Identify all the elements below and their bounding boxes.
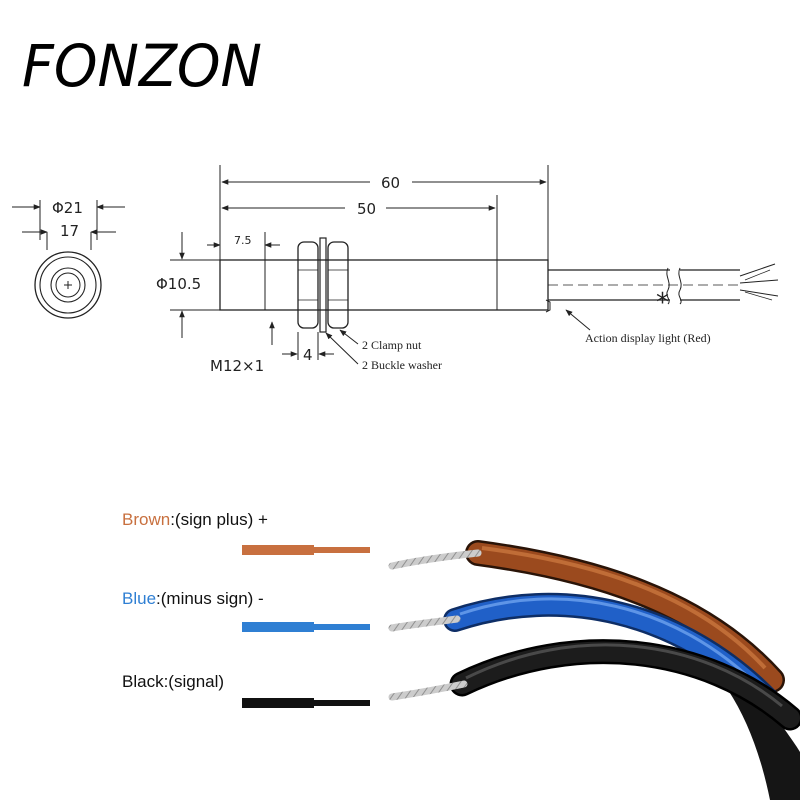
wire-swatch-brown xyxy=(242,545,314,555)
wire-name-brown: Brown xyxy=(122,510,170,529)
wire-label-black: Black:(signal) xyxy=(122,672,224,691)
wire-legend-blue: Blue:(minus sign) - xyxy=(122,589,370,632)
dim-thread-length: 50 xyxy=(357,200,376,218)
dim-outer-diameter: Φ21 xyxy=(52,199,83,217)
wire-legend-brown: Brown:(sign plus) + xyxy=(122,510,370,555)
label-clamp-nut: 2 Clamp nut xyxy=(362,338,422,352)
dim-nut-width: 4 xyxy=(303,346,313,364)
front-view xyxy=(12,200,125,319)
dim-total-length: 60 xyxy=(381,174,400,192)
cable-photo xyxy=(388,540,800,800)
wire-name-blue: Blue xyxy=(122,589,156,608)
brand-logo: FONZON xyxy=(22,32,262,100)
strand-brown xyxy=(388,549,482,570)
wire-swatch-blue xyxy=(242,622,314,632)
side-view xyxy=(170,165,779,365)
wire-label-blue: Blue:(minus sign) - xyxy=(122,589,264,608)
wire-desc-brown: :(sign plus) + xyxy=(170,510,268,529)
wire-legend-black: Black:(signal) xyxy=(122,672,370,708)
wire-name-black: Black xyxy=(122,672,164,691)
dim-inner-diameter: 17 xyxy=(60,222,79,240)
wire-swatch-blue-core xyxy=(314,624,370,630)
dim-body-diameter: Φ10.5 xyxy=(156,275,201,293)
wire-desc-blue: :(minus sign) - xyxy=(156,589,264,608)
dim-thread: M12×1 xyxy=(210,357,264,375)
cable-jacket xyxy=(728,670,800,800)
strand-black xyxy=(388,680,468,701)
cable-asterisk: * xyxy=(656,288,669,318)
dim-head-length: 7.5 xyxy=(234,234,252,247)
strand-blue xyxy=(388,615,461,632)
wire-label-brown: Brown:(sign plus) + xyxy=(122,510,268,529)
wire-swatch-black-core xyxy=(314,700,370,706)
label-indicator-light: Action display light (Red) xyxy=(585,331,711,345)
wire-swatch-brown-core xyxy=(314,547,370,553)
wire-desc-black: :(signal) xyxy=(164,672,224,691)
label-buckle-washer: 2 Buckle washer xyxy=(362,358,442,372)
wire-swatch-black xyxy=(242,698,314,708)
